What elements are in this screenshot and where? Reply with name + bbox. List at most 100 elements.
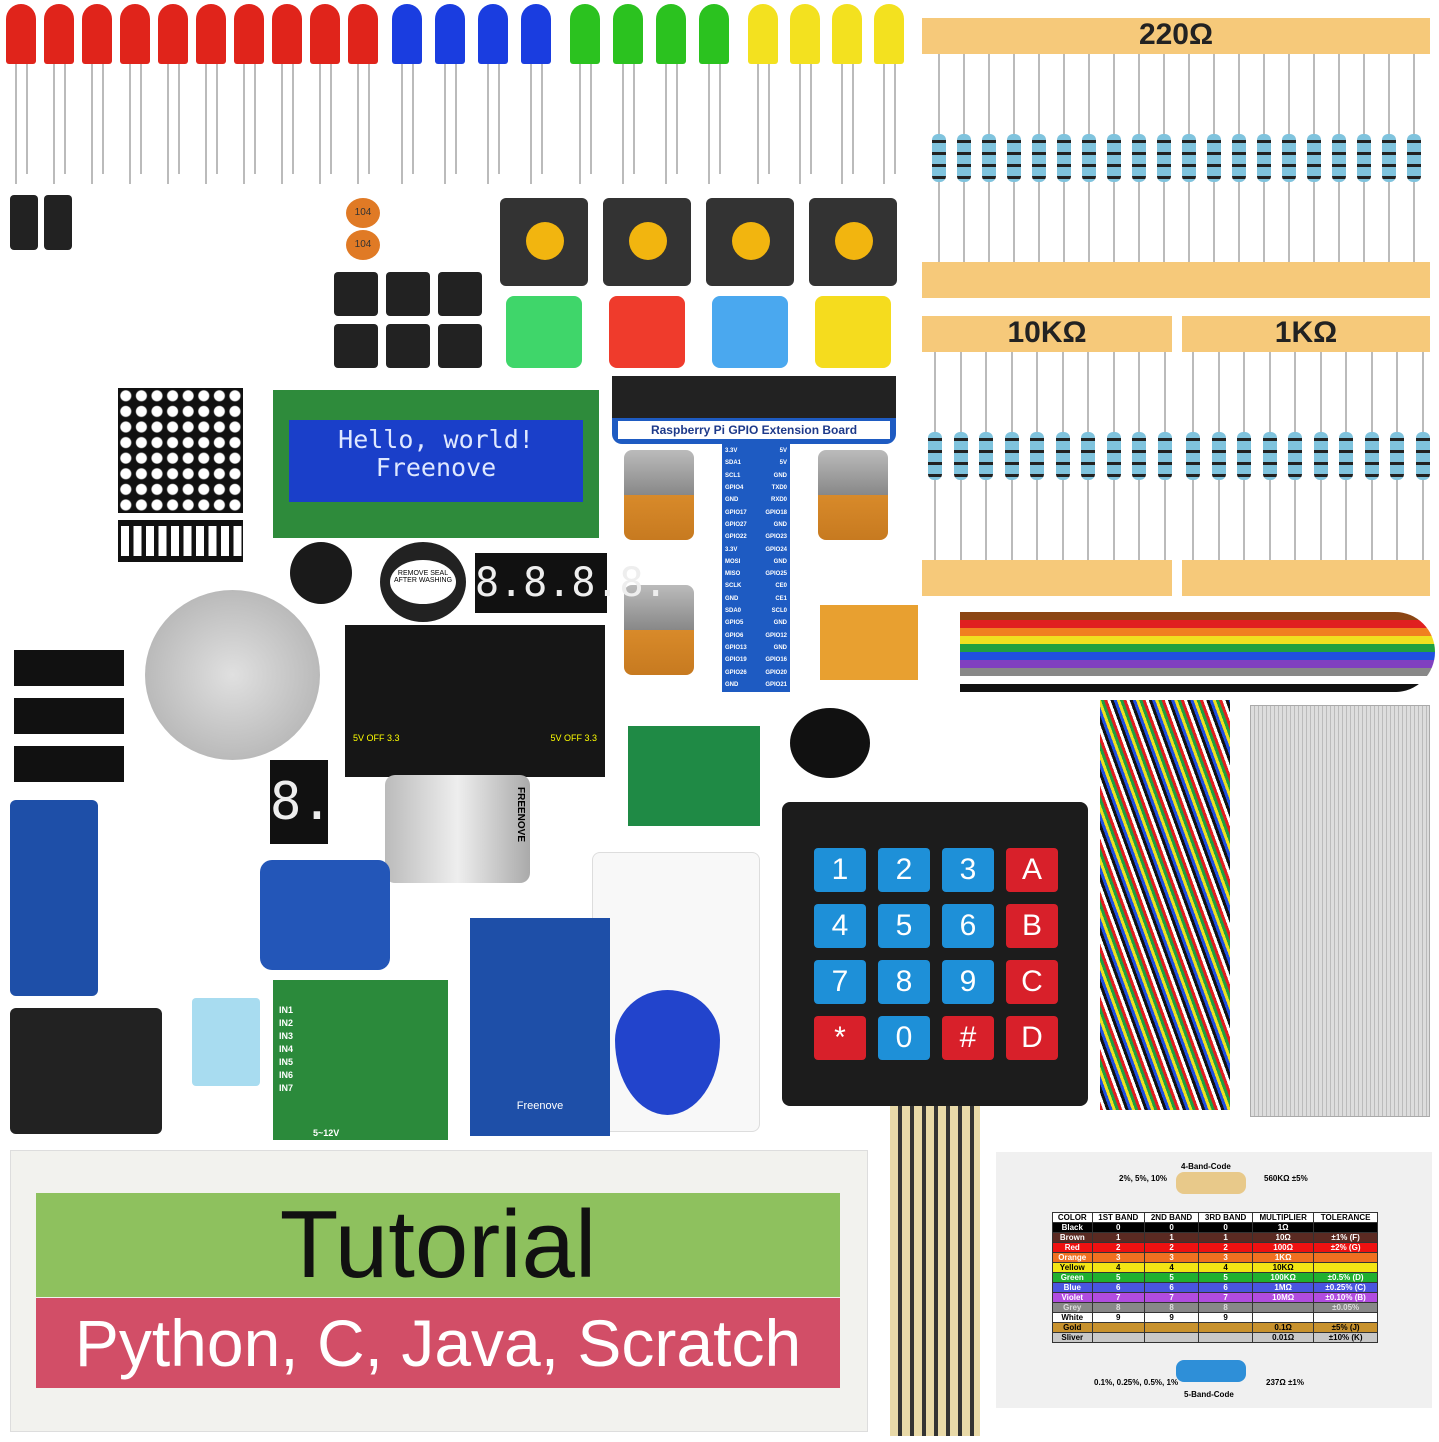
power-switch-label: 5V OFF 3.3 (550, 733, 597, 743)
gpio-pin-label: SCL1 (725, 472, 741, 479)
ceramic-capacitor: 104 (346, 198, 380, 228)
gpio-pin-label: GPIO19 (725, 657, 747, 664)
keypad-key-0[interactable]: 0 (878, 1016, 930, 1060)
keypad-key-3[interactable]: 3 (942, 848, 994, 892)
yellow-led (748, 4, 778, 64)
keypad-key-1[interactable]: 1 (814, 848, 866, 892)
red-led-leg (91, 64, 93, 184)
keypad-key-#[interactable]: # (942, 1016, 994, 1060)
gpio-pin-label: RXD0 (770, 497, 787, 504)
red-led-leg (292, 64, 294, 174)
led-matrix (118, 388, 243, 513)
blue-led-leg (498, 64, 500, 174)
resistor-220 (1082, 134, 1096, 182)
dc-motor: FREENOVE (385, 775, 530, 883)
led-bar-graph (118, 520, 243, 562)
jumper-wire-bundle (1100, 700, 1230, 1110)
color-value: 6 (1144, 1282, 1200, 1293)
color-name: Yellow (1052, 1262, 1093, 1273)
potentiometer (624, 585, 694, 675)
blue-led-leg (412, 64, 414, 174)
color-value: 9 (1091, 1312, 1146, 1323)
gpio-pin-label: CE0 (775, 583, 787, 590)
red-led (234, 4, 264, 64)
red-led-leg (129, 64, 131, 184)
color-value: 2 (1198, 1242, 1254, 1253)
keypad-key-C[interactable]: C (1006, 960, 1058, 1004)
color-value: ±0.05% (1313, 1302, 1378, 1313)
green-led (613, 4, 643, 64)
resistor-220 (957, 134, 971, 182)
servo-motor (260, 860, 390, 970)
table-header: 3RD BAND (1198, 1212, 1254, 1223)
resistor-10k (1004, 432, 1019, 480)
gpio-pin-label: GPIO6 (725, 632, 744, 639)
active-buzzer: REMOVE SEAL AFTER WASHING (380, 542, 466, 622)
driver-input-label: IN6 (279, 1070, 294, 1080)
color-value: ±0.10% (B) (1313, 1292, 1378, 1303)
color-value: 1MΩ (1252, 1282, 1315, 1293)
resistor-220 (1182, 134, 1196, 182)
button-cap (506, 296, 582, 368)
gpio-pin-label: 5V (779, 460, 787, 467)
blue-led-leg (530, 64, 532, 184)
yellow-led-leg (894, 64, 896, 174)
chart-top-right: 560KΩ ±5% (1264, 1174, 1308, 1183)
keypad-key-A[interactable]: A (1006, 848, 1058, 892)
gpio-pin-label: GPIO22 (725, 534, 747, 541)
blue-led-leg (487, 64, 489, 184)
gpio-pin-label: SCLK (725, 583, 742, 590)
keypad-key-6[interactable]: 6 (942, 904, 994, 948)
resistor-220 (1407, 134, 1421, 182)
resistor-label-10k: 10KΩ (1007, 316, 1087, 349)
breadboard-power-module: 5V OFF 3.3 5V OFF 3.3 (345, 625, 605, 777)
blue-led (478, 4, 508, 64)
resistor-220 (1107, 134, 1121, 182)
resistor-220 (1307, 134, 1321, 182)
electrolytic-capacitor (10, 195, 38, 250)
keypad-key-2[interactable]: 2 (878, 848, 930, 892)
keypad-key-5[interactable]: 5 (878, 904, 930, 948)
resistor-220 (1057, 134, 1071, 182)
resistor-1k (1288, 432, 1302, 480)
keypad-key-9[interactable]: 9 (942, 960, 994, 1004)
resistor-1k (1211, 432, 1226, 480)
color-value: 3 (1198, 1252, 1254, 1263)
red-led-leg (26, 64, 28, 174)
keypad-key-*[interactable]: * (814, 1016, 866, 1060)
dht11-sensor (192, 998, 260, 1086)
keypad-key-7[interactable]: 7 (814, 960, 866, 1004)
blue-led-leg (401, 64, 403, 184)
color-value: 3 (1091, 1252, 1146, 1263)
resistor-10k (928, 432, 942, 480)
driver-input-label: IN1 (279, 1005, 294, 1015)
color-value (1198, 1332, 1254, 1343)
resistor-220 (1257, 134, 1271, 182)
color-value (1313, 1262, 1378, 1273)
gpio-pin-label: GPIO26 (725, 669, 747, 676)
color-value: 1Ω (1252, 1222, 1315, 1233)
keypad-key-4[interactable]: 4 (814, 904, 866, 948)
color-name: Red (1052, 1242, 1093, 1253)
gpio-pin-label: GND (773, 558, 787, 565)
color-value: 100KΩ (1252, 1272, 1315, 1283)
yellow-led-leg (841, 64, 843, 184)
four-band-resistor-icon (1176, 1172, 1246, 1194)
lcd-line-1: Hello, world! (338, 425, 534, 454)
stepper-motor (145, 590, 320, 760)
keypad-key-B[interactable]: B (1006, 904, 1058, 948)
resistor-label-220: 220Ω (1138, 18, 1214, 51)
resistor-1k (1339, 432, 1353, 480)
yellow-led-leg (768, 64, 770, 174)
keypad-key-D[interactable]: D (1006, 1016, 1058, 1060)
keypad-ribbon (890, 1106, 980, 1436)
red-led (158, 4, 188, 64)
buzzer-sticker: REMOVE SEAL AFTER WASHING (390, 560, 456, 604)
keypad-key-8[interactable]: 8 (878, 960, 930, 1004)
